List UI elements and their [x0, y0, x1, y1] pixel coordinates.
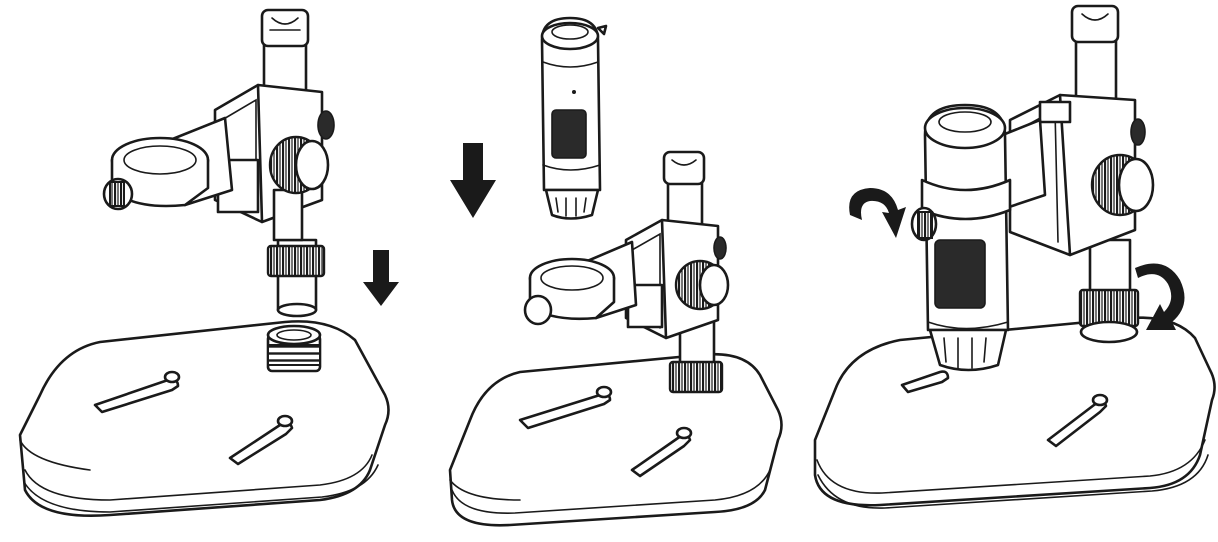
stand-pole: [1070, 4, 1140, 344]
knob-icon: [268, 110, 335, 195]
stand-base-icon: [813, 316, 1216, 509]
microscope-icon: [910, 103, 1012, 372]
step-3-group: [813, 4, 1216, 509]
step-2-group: [448, 16, 783, 527]
knob-icon: [1090, 118, 1155, 217]
microscope-icon: [540, 16, 608, 220]
rotate-arrow-icon: [849, 188, 906, 238]
down-arrow-icon: [363, 250, 399, 306]
holder-arm: [102, 116, 234, 211]
stand-base-icon: [448, 352, 783, 527]
stand-base-icon: [18, 320, 390, 517]
step-1-group: [18, 8, 399, 517]
down-arrow-icon: [450, 143, 496, 218]
holder-arm: [523, 240, 638, 326]
rotate-arrow-icon: [1135, 263, 1185, 330]
knob-icon: [674, 236, 730, 311]
